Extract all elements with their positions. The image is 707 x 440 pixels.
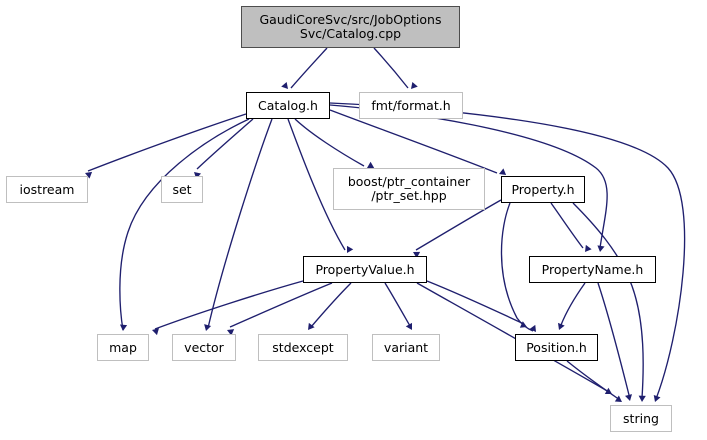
catalog-to-map-head: [119, 324, 128, 331]
graph-node-label: string: [623, 410, 659, 426]
graph-node-label: Position.h: [526, 339, 587, 355]
graph-node-propname[interactable]: PropertyName.h: [529, 256, 656, 283]
catalog-to-set: [196, 118, 254, 170]
propvalue-to-string-head: [604, 387, 612, 395]
propvalue-to-map: [154, 280, 304, 330]
graph-node-label: vector: [184, 339, 224, 355]
graph-node-label: map: [109, 339, 137, 355]
catalog-to-map: [119, 118, 250, 331]
property-to-string: [572, 202, 644, 399]
graph-node-propvalue[interactable]: PropertyValue.h: [303, 256, 427, 283]
graph-node-stdexcept[interactable]: stdexcept: [258, 334, 348, 361]
position-to-string: [566, 360, 621, 401]
position-to-string-head: [614, 395, 622, 402]
root-to-fmtformat-head: [411, 81, 418, 89]
graph-node-string[interactable]: string: [610, 405, 672, 432]
propname-to-string: [597, 282, 630, 396]
graph-node-label: fmt/format.h: [371, 97, 451, 113]
propvalue-to-position-head: [519, 321, 527, 328]
property-to-propname-head: [585, 244, 592, 252]
graph-node-label: stdexcept: [272, 339, 334, 355]
graph-node-iostream[interactable]: iostream: [6, 176, 88, 203]
graph-node-catalog[interactable]: Catalog.h: [246, 92, 330, 119]
graph-node-label: boost/ptr_container /ptr_set.hpp: [347, 174, 471, 203]
property-to-propname: [550, 202, 584, 249]
graph-node-label: GaudiCoreSvc/src/JobOptions Svc/Catalog.…: [259, 12, 442, 41]
propvalue-to-stdexcept-head: [308, 322, 315, 330]
graph-node-label: iostream: [19, 181, 75, 197]
propvalue-to-map-head: [152, 328, 159, 336]
propvalue-to-position: [426, 280, 525, 325]
propname-to-position-head: [557, 322, 565, 330]
graph-node-position[interactable]: Position.h: [515, 334, 598, 361]
catalog-to-vector: [207, 118, 273, 329]
graph-node-label: Property.h: [511, 181, 575, 197]
graph-node-set[interactable]: set: [161, 176, 203, 203]
catalog-to-boostptrset: [294, 118, 365, 167]
graph-node-root[interactable]: GaudiCoreSvc/src/JobOptions Svc/Catalog.…: [241, 6, 460, 48]
catalog-to-iostream: [87, 113, 247, 172]
property-to-position-head: [529, 324, 536, 332]
propvalue-to-vector: [229, 282, 333, 328]
graph-node-fmtformat[interactable]: fmt/format.h: [359, 92, 463, 119]
propvalue-to-stdexcept: [310, 282, 352, 328]
graph-node-label: PropertyName.h: [541, 261, 644, 277]
graph-node-variant[interactable]: variant: [372, 334, 440, 361]
graph-node-vector[interactable]: vector: [172, 334, 236, 361]
graph-node-property[interactable]: Property.h: [501, 176, 585, 203]
property-to-string-head: [638, 395, 646, 402]
graph-node-label: variant: [383, 339, 429, 355]
propname-to-position: [560, 282, 586, 326]
graph-node-label: PropertyValue.h: [315, 261, 415, 277]
root-to-catalog: [290, 47, 328, 89]
propvalue-to-variant: [384, 282, 411, 327]
catalog-to-propname-head: [597, 245, 605, 252]
root-to-fmtformat: [373, 47, 409, 89]
graph-node-label: Catalog.h: [258, 97, 318, 113]
propvalue-to-variant-head: [405, 322, 413, 330]
catalog-to-propvalue-head: [346, 245, 354, 253]
catalog-to-property: [329, 109, 498, 174]
catalog-to-vector-head: [204, 324, 212, 331]
graph-node-boostptrset[interactable]: boost/ptr_container /ptr_set.hpp: [333, 168, 485, 210]
graph-node-label: set: [172, 181, 192, 197]
root-to-catalog-head: [281, 81, 288, 89]
graph-node-map[interactable]: map: [97, 334, 149, 361]
catalog-to-string-head: [653, 394, 661, 402]
propname-to-string-head: [625, 394, 632, 401]
